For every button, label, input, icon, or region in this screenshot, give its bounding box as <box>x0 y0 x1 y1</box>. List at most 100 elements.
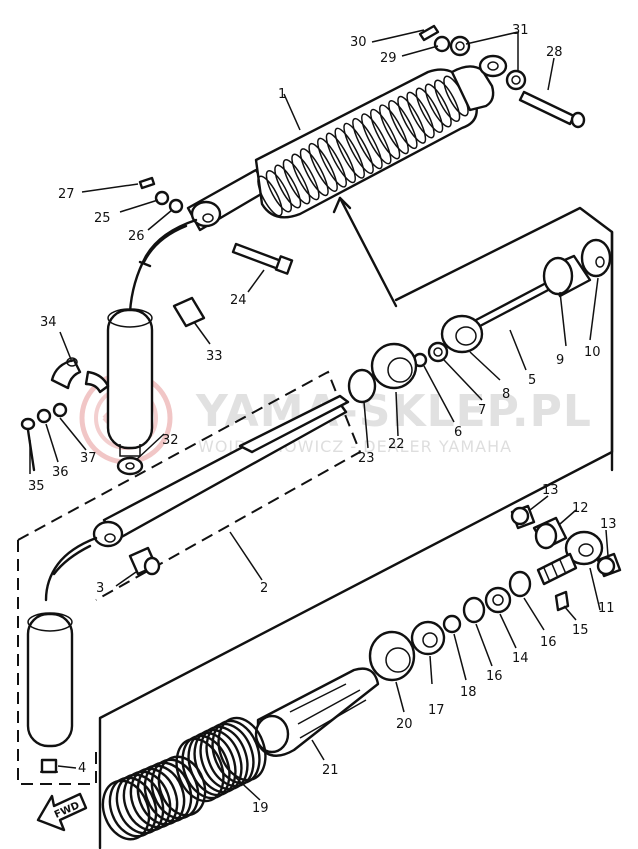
label-35: 35 <box>28 479 45 494</box>
label-24: 24 <box>230 293 247 308</box>
bellows-rib <box>433 79 461 122</box>
label-29: 29 <box>380 51 397 66</box>
bellows-rib <box>379 104 409 155</box>
cap-22 <box>370 342 418 390</box>
label-6: 6 <box>454 425 462 440</box>
label-10: 10 <box>584 345 601 360</box>
shaft-5 <box>474 280 554 328</box>
bellows-rib <box>343 122 374 175</box>
spring-coil <box>157 755 207 817</box>
label-4: 4 <box>78 761 86 776</box>
bellows-rib <box>274 164 302 209</box>
washer-16a <box>508 570 532 598</box>
label-16b: 16 <box>540 635 557 650</box>
bellows-ribs <box>257 75 469 217</box>
label-12: 12 <box>572 501 589 516</box>
watermark: YAMA-SKLEP.PL WOJDACHOWICZ - DEALER YAMA… <box>79 371 592 465</box>
bellows-rib <box>308 142 338 192</box>
label-5: 5 <box>528 373 536 388</box>
washer-29 <box>433 35 451 53</box>
label-13b: 13 <box>600 517 617 532</box>
label-18: 18 <box>460 685 477 700</box>
label-23: 23 <box>358 451 375 466</box>
label-9: 9 <box>556 353 564 368</box>
label-13a: 13 <box>542 483 559 498</box>
label-28: 28 <box>546 45 563 60</box>
guide-17 <box>410 620 446 656</box>
cotter-pin-30 <box>418 24 440 42</box>
label-1: 1 <box>278 87 286 102</box>
snap-ring-23 <box>347 368 377 404</box>
label-31: 31 <box>512 23 529 38</box>
washer-26 <box>168 198 184 214</box>
seal-8 <box>440 314 484 354</box>
nut-37 <box>52 402 68 418</box>
bolt-35 <box>20 417 36 472</box>
leader-lines <box>29 29 609 801</box>
collar-12 <box>532 516 568 550</box>
washer-18 <box>442 614 462 634</box>
label-26: 26 <box>128 229 145 244</box>
cap-32 <box>116 456 144 476</box>
washer-31a <box>449 35 471 57</box>
bushing-13b <box>596 552 622 578</box>
spring-19 <box>175 716 267 803</box>
label-20: 20 <box>396 717 413 732</box>
bracket-34 <box>50 357 110 394</box>
bellows-rib <box>291 153 320 201</box>
label-21: 21 <box>322 763 339 778</box>
label-36: 36 <box>52 465 69 480</box>
label-7: 7 <box>478 403 486 418</box>
watermark-main: YAMA-SKLEP.PL <box>195 386 592 437</box>
label-37: 37 <box>80 451 97 466</box>
bellows-rib <box>406 91 435 139</box>
bellows-rib <box>361 113 392 165</box>
bellows-rib <box>352 117 383 170</box>
bellows-rib <box>424 83 452 128</box>
label-11: 11 <box>598 601 615 616</box>
collar-9 <box>542 254 592 298</box>
label-3: 3 <box>96 581 104 596</box>
label-33: 33 <box>206 349 223 364</box>
label-16a: 16 <box>486 669 503 684</box>
label-17: 17 <box>428 703 445 718</box>
label-14: 14 <box>512 651 529 666</box>
cotter-pin-27 <box>138 176 156 190</box>
bellows-rib <box>415 87 444 134</box>
bolt-28 <box>518 90 586 129</box>
bellows-rib <box>265 170 293 213</box>
washer-10 <box>580 238 612 278</box>
ring-7 <box>427 341 449 363</box>
spring-seat-threads <box>536 552 578 586</box>
label-15: 15 <box>572 623 589 638</box>
washer-25 <box>154 190 170 206</box>
bellows-rib <box>257 175 283 217</box>
bellows-rib <box>388 100 418 150</box>
label-2: 2 <box>260 581 268 596</box>
bellows-rib <box>334 127 365 179</box>
bellows-rib <box>370 108 401 160</box>
label-19: 19 <box>252 801 269 816</box>
bellows-rib <box>325 132 356 184</box>
washer-16b <box>462 596 486 624</box>
block-33 <box>172 296 206 328</box>
bellows-rib <box>299 148 329 197</box>
part-number-labels: 1 2 3 4 5 6 7 8 9 10 11 12 13 13 14 15 1… <box>28 23 617 816</box>
ring-14 <box>484 586 512 614</box>
bellows-rib <box>282 158 311 205</box>
label-8: 8 <box>502 387 510 402</box>
label-34: 34 <box>40 315 57 330</box>
pin-15 <box>554 590 570 612</box>
washer-36 <box>36 408 52 424</box>
assembly-outlines <box>17 206 614 849</box>
label-27: 27 <box>58 187 75 202</box>
label-32: 32 <box>162 433 179 448</box>
washer-31b <box>505 69 527 91</box>
spring-seat-20 <box>368 630 416 682</box>
spring-coil <box>217 716 267 782</box>
bolt-24 <box>231 242 294 275</box>
sleeve-21 <box>254 667 380 757</box>
bushing-13a <box>510 504 536 530</box>
